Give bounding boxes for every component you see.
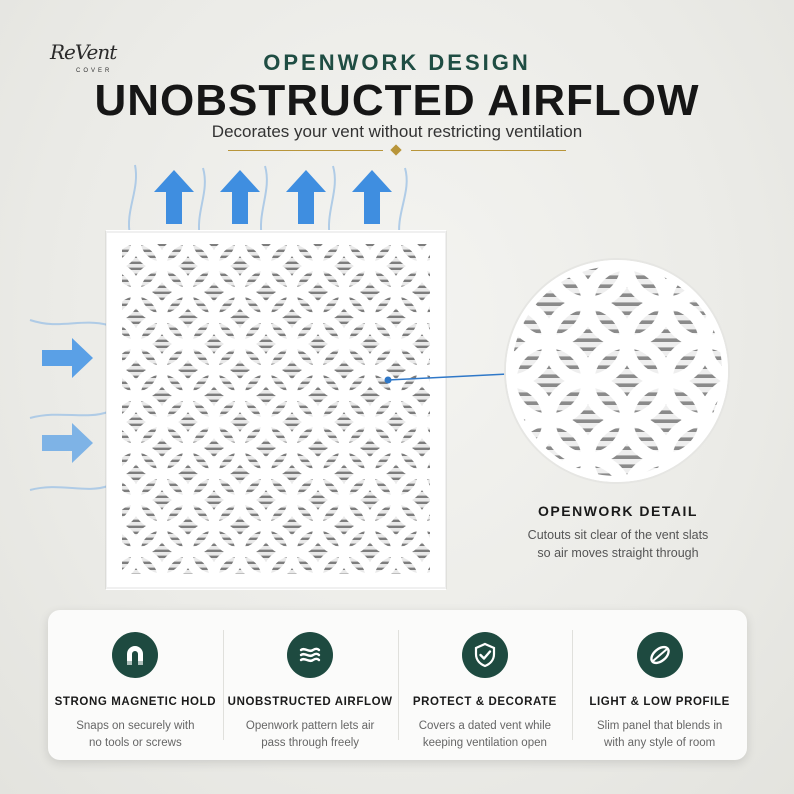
side-arrows: [42, 338, 93, 463]
feature-light-low-profile: LIGHT & LOW PROFILE Slim panel that blen…: [572, 610, 747, 760]
vent-cover-panel: [105, 230, 447, 590]
airflow-icon: [287, 632, 334, 678]
page-subheading: Decorates your vent without restricting …: [211, 122, 583, 141]
up-arrow-icon: [352, 170, 392, 224]
feature-desc-line: with any style of room: [604, 737, 716, 750]
callout-pointer: [384, 373, 509, 384]
logo-text: ReVent: [50, 40, 117, 64]
feature-title: PROTECT & DECORATE: [412, 696, 557, 708]
detail-line-2: so air moves straight through: [537, 546, 699, 561]
features-panel: STRONG MAGNETIC HOLD Snaps on securely w…: [48, 610, 747, 760]
detail-description: Cutouts sit clear of the vent slats so a…: [470, 526, 766, 562]
up-arrow-icon: [220, 170, 260, 224]
page-headline: UNOBSTRUCTED AIRFLOW: [94, 76, 700, 125]
feature-desc-line: Slim panel that blends in: [596, 720, 723, 732]
feature-desc-line: keeping ventilation open: [422, 737, 547, 750]
detail-title: OPENWORK DETAIL: [538, 503, 698, 519]
feature-desc-line: pass through freely: [261, 737, 360, 750]
feature-title: LIGHT & LOW PROFILE: [589, 696, 730, 708]
shield-check-icon: [461, 632, 508, 678]
right-arrow-icon: [42, 338, 93, 378]
feature-description: Snaps on securely with no tools or screw…: [58, 718, 213, 753]
brand-logo: ReVent COVER: [50, 40, 117, 88]
feature-desc-line: Snaps on securely with: [76, 720, 195, 732]
upward-arrows: [154, 170, 392, 224]
divider-line-left: [228, 150, 383, 151]
openwork-detail-zoom: [504, 258, 730, 484]
divider-line-right: [411, 150, 566, 151]
feature-title: UNOBSTRUCTED AIRFLOW: [227, 696, 393, 708]
magnet-icon: [112, 632, 159, 678]
feature-description: Slim panel that blends in with any style…: [582, 718, 737, 753]
slim-panel-icon: [636, 632, 683, 678]
airflow-wisps-left: [29, 319, 109, 491]
feature-magnetic-hold: STRONG MAGNETIC HOLD Snaps on securely w…: [48, 610, 223, 760]
feature-description: Openwork pattern lets air pass through f…: [233, 718, 388, 753]
feature-title: STRONG MAGNETIC HOLD: [54, 696, 217, 708]
eyebrow-title: OPENWORK DESIGN: [263, 50, 531, 75]
feature-unobstructed-airflow: UNOBSTRUCTED AIRFLOW Openwork pattern le…: [222, 610, 398, 760]
feature-description: Covers a dated vent while keeping ventil…: [408, 718, 563, 753]
feature-desc-line: no tools or screws: [89, 737, 182, 750]
logo-subtext: COVER: [76, 68, 113, 74]
up-arrow-icon: [286, 170, 326, 224]
feature-protect-decorate: PROTECT & DECORATE Covers a dated vent w…: [397, 610, 573, 760]
right-arrow-icon: [42, 423, 93, 463]
up-arrow-icon: [154, 170, 194, 224]
feature-desc-line: Covers a dated vent while: [418, 720, 552, 732]
feature-desc-line: Openwork pattern lets air: [245, 720, 375, 732]
title-divider: [228, 144, 566, 156]
detail-line-1: Cutouts sit clear of the vent slats: [527, 528, 709, 542]
